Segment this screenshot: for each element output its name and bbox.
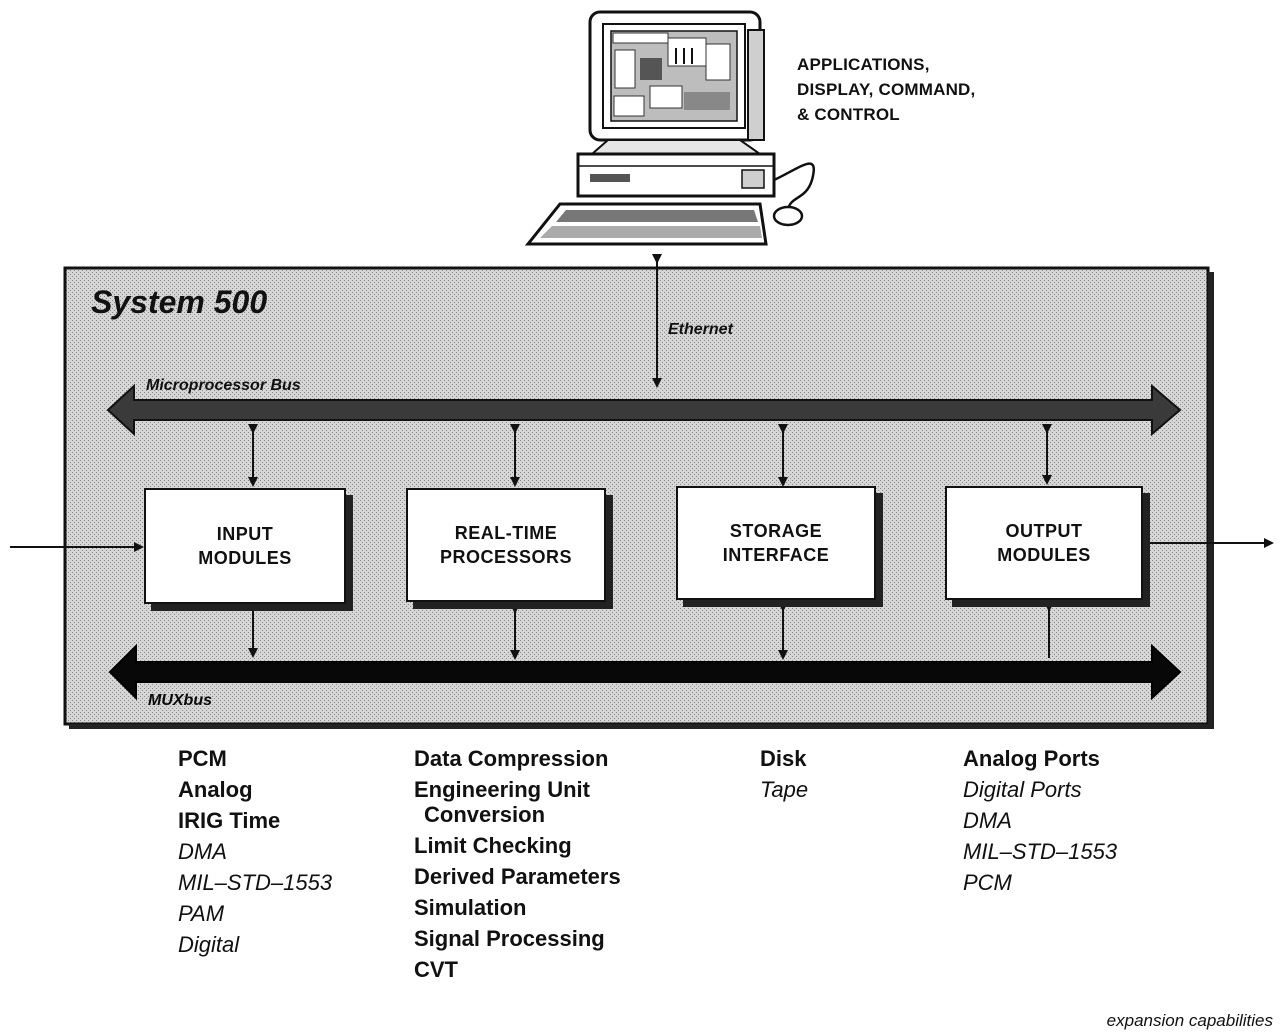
footer-caption: expansion capabilities [1107, 1011, 1273, 1031]
capability-item: DMA [178, 836, 332, 867]
capability-item: Digital Ports [963, 774, 1117, 805]
output-modules-box: OUTPUT MODULES [945, 486, 1143, 600]
output-modules-label: OUTPUT MODULES [997, 519, 1091, 567]
capability-item: IRIG Time [178, 805, 332, 836]
capability-item: MIL–STD–1553 [178, 867, 332, 898]
capability-item: Signal Processing [414, 923, 621, 954]
workstation-caption-line: APPLICATIONS, [797, 52, 975, 77]
capability-item: Simulation [414, 892, 621, 923]
capability-item: Limit Checking [414, 830, 621, 861]
computer-workstation-icon [528, 12, 814, 244]
real-time-processors-box: REAL-TIME PROCESSORS [406, 488, 606, 602]
microprocessor-bus-label: Microprocessor Bus [146, 377, 301, 395]
ethernet-label: Ethernet [668, 321, 733, 339]
capability-item: Analog Ports [963, 743, 1117, 774]
workstation-caption-line: DISPLAY, COMMAND, [797, 77, 975, 102]
workstation-caption-line: & CONTROL [797, 102, 975, 127]
muxbus-label: MUXbus [148, 692, 212, 710]
capability-item: Data Compression [414, 743, 621, 774]
real-time-processors-label: REAL-TIME PROCESSORS [440, 521, 572, 569]
capability-item: Disk [760, 743, 808, 774]
input-modules-box: INPUT MODULES [144, 488, 346, 604]
capability-item: PAM [178, 898, 332, 929]
capability-item: PCM [963, 867, 1117, 898]
system-title: System 500 [91, 284, 267, 321]
capability-item: MIL–STD–1553 [963, 836, 1117, 867]
capability-item: CVT [414, 954, 621, 985]
workstation-caption: APPLICATIONS, DISPLAY, COMMAND, & CONTRO… [797, 52, 975, 127]
capability-item: Digital [178, 929, 332, 960]
capability-item: Derived Parameters [414, 861, 621, 892]
input-modules-label: INPUT MODULES [198, 522, 292, 570]
capability-item: Analog [178, 774, 332, 805]
capability-item: Tape [760, 774, 808, 805]
capability-item: PCM [178, 743, 332, 774]
storage-interface-label: STORAGE INTERFACE [723, 519, 830, 567]
capability-item: DMA [963, 805, 1117, 836]
storage-interface-box: STORAGE INTERFACE [676, 486, 876, 600]
